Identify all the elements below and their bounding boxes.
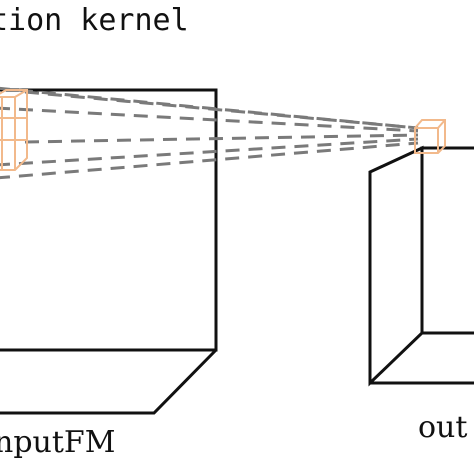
projection-line [24,90,419,130]
output-fm-label: out [418,410,468,445]
kernel-grid-line [14,89,28,98]
output-front-face [368,145,424,387]
projection-line [0,141,419,180]
projection-line [24,133,419,144]
kernel-front-face [0,89,28,171]
kernel-cube [0,89,28,171]
projection-line [0,106,419,133]
output-feature-map [368,145,474,387]
input-feature-map [0,88,218,415]
projection-line [0,137,419,167]
pixel-front-face [414,119,446,154]
kernel-title: tion kernel [0,3,189,38]
input-fm-label: nputFM [0,425,116,460]
output-back-face [420,146,474,335]
input-front-face [0,88,218,352]
projection-lines [0,86,419,180]
output-pixel-cube [414,119,446,154]
input-bottom-edge [0,348,218,415]
pixel-edge [437,119,446,129]
